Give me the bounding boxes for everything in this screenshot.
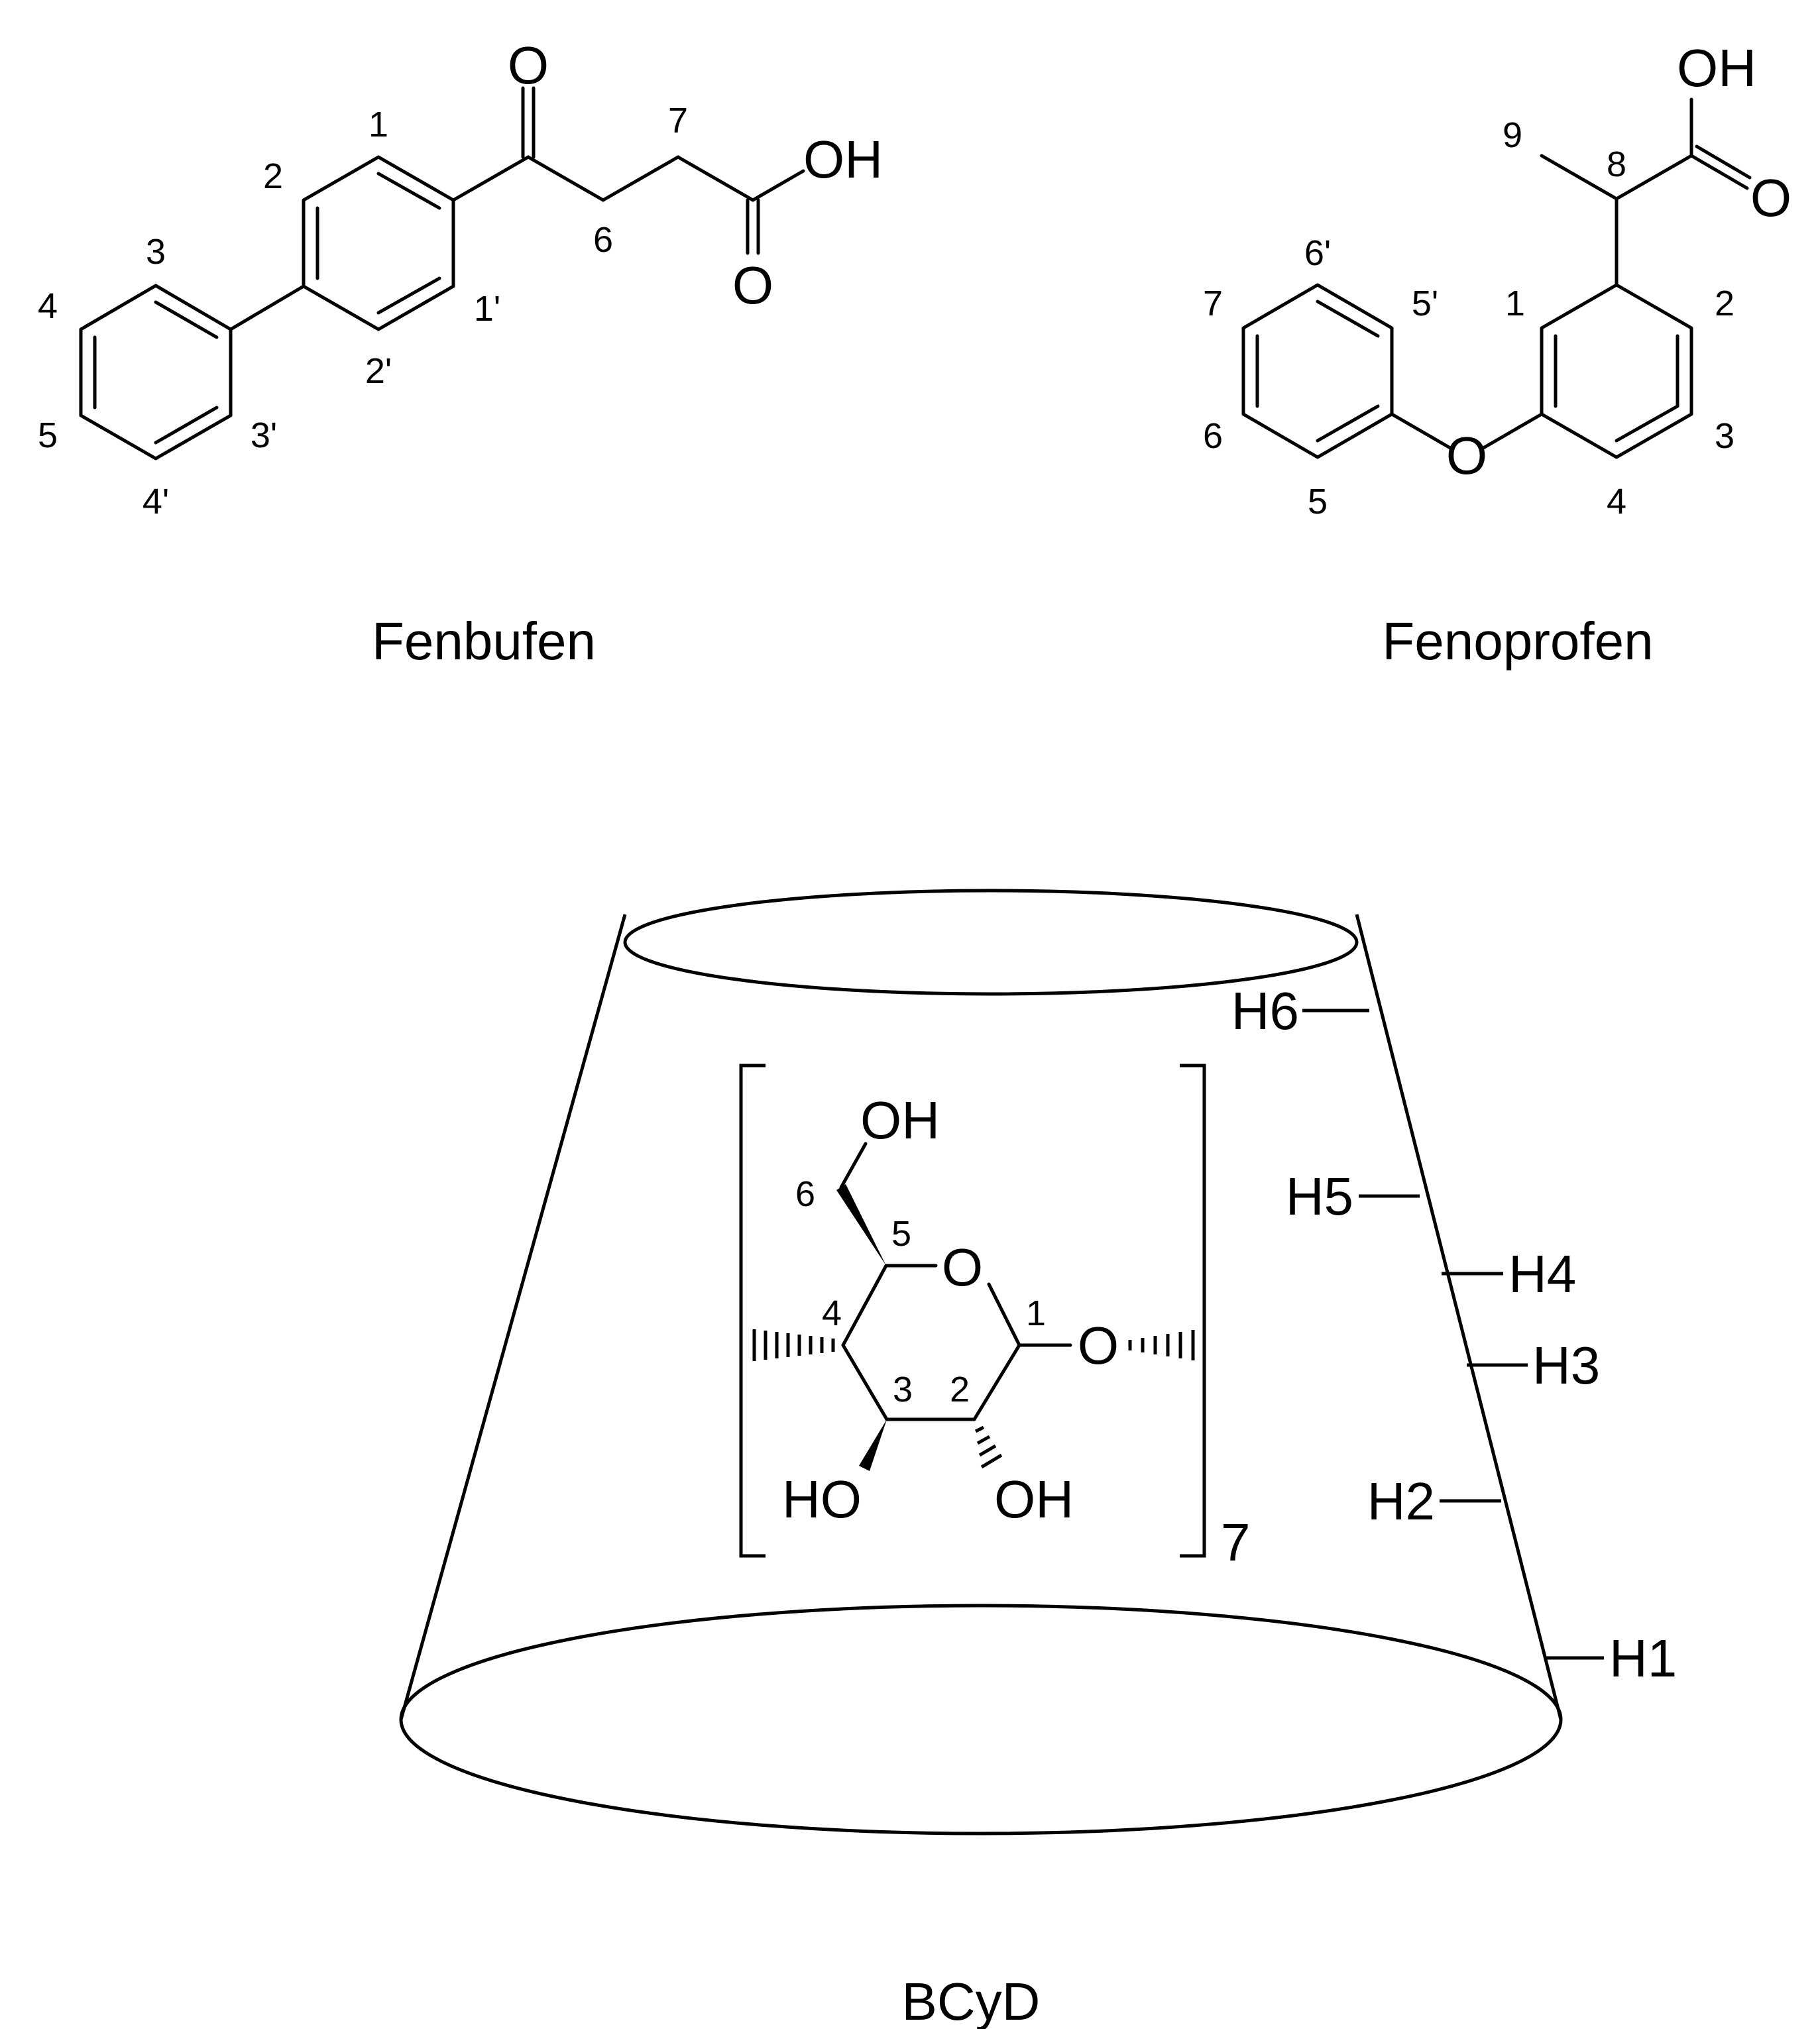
fenoprofen-phenoxy-inner-bond [1316,404,1380,443]
fenoprofen-hydroxyl: OH [1677,38,1756,97]
fenbufen-num-1p: 1' [474,289,500,329]
fenoprofen-num-1: 1 [1505,284,1525,323]
glucose-num-4: 4 [822,1293,842,1333]
ring-bond-o-c1 [987,1282,1021,1347]
ring-bond-c1-c2 [972,1343,1021,1421]
bcyd-bottom-rim [399,1604,1563,1836]
bcyd-cone: H6 H5 H4 H3 H2 H1 BCyD [399,889,1677,2029]
fenbufen-chain-bond [601,155,680,202]
fenoprofen-acid-oxygen: O [1750,168,1792,227]
c5-c6-wedge [836,1184,886,1266]
fenoprofen-ether-oxygen: O [1446,426,1487,485]
c4-hashed-bond [752,1329,835,1361]
fenoprofen-num-4: 4 [1607,482,1626,521]
fenbufen-structure: O OH O 1 2 1' 2' 3 4 5 3' 4' 6 7 Fenbufe… [38,36,883,671]
fenbufen-chain-bond [451,155,530,202]
fenbufen-biphenyl-bond [229,284,306,331]
glucose-repeat-unit: 7 [739,1064,1251,1572]
fenbufen-num-1: 1 [369,105,388,144]
h6-label: H6 [1231,981,1299,1040]
glucose-num-2: 2 [950,1370,970,1409]
fenoprofen-num-9: 9 [1503,115,1522,155]
ring-oxygen: O [942,1238,983,1297]
fenbufen-phenyl-inner-bond [154,406,219,445]
fenoprofen-phenylene-inner-bond [1615,404,1679,443]
fenbufen-num-5: 5 [38,415,58,455]
fenoprofen-num-2: 2 [1715,284,1735,323]
fenoprofen-num-6p: 6' [1304,233,1331,273]
ring-bond-c4-c5 [841,1264,888,1347]
glucose-num-6: 6 [795,1174,815,1214]
left-bracket [739,1064,766,1558]
fenbufen-phenylene-ring [302,155,455,331]
h1-label: H1 [1609,1629,1677,1688]
fenoprofen-name: Fenoprofen [1382,612,1653,671]
h5-label: H5 [1286,1167,1353,1226]
c6-oh-bond [839,1142,868,1189]
fenoprofen-methyl-bond [1540,154,1619,201]
fenbufen-num-4: 4 [38,286,58,326]
fenbufen-phenyl-ring [79,284,233,461]
fenoprofen-num-5p: 5' [1412,284,1438,323]
fenbufen-num-3: 3 [146,232,166,272]
glucose-num-3: 3 [893,1370,913,1409]
fenoprofen-acid-double-bond [1689,154,1749,190]
ring-bond-c3-c4 [841,1343,889,1421]
glucose-num-5: 5 [891,1214,911,1254]
fenbufen-name: Fenbufen [372,612,596,671]
repeat-count: 7 [1221,1513,1251,1572]
h2-label: H2 [1367,1472,1435,1531]
fenoprofen-ether-bond [1390,412,1452,450]
fenbufen-num-2p: 2' [365,351,392,391]
fenoprofen-structure: OH O O 9 8 6' 7 5' 6 5 1 2 3 4 Fenoprofe… [1203,38,1792,671]
fenbufen-acid-oxygen: O [732,256,773,315]
o-hashed-bond [1128,1330,1195,1360]
c3-oh-wedge [859,1419,887,1471]
fenbufen-num-2: 2 [263,156,283,196]
fenoprofen-num-5: 5 [1308,482,1328,521]
fenoprofen-phenylene-ring [1540,283,1693,459]
c3-hydroxyl: HO [782,1470,862,1529]
fenbufen-chain-bond [526,155,605,202]
glucose-num-1: 1 [1026,1293,1046,1333]
fenbufen-num-4p: 4' [142,482,169,521]
fenbufen-hydroxyl: OH [803,130,883,189]
fenoprofen-num-7: 7 [1203,284,1223,323]
fenoprofen-phenoxy-inner-bond [1316,300,1380,338]
fenoprofen-num-8: 8 [1607,144,1626,184]
fenoprofen-phenoxy-ring [1241,283,1394,459]
c2-hydroxyl: OH [994,1470,1074,1529]
h3-label: H3 [1532,1336,1600,1395]
fenoprofen-chain-bond [1615,154,1693,201]
right-bracket [1180,1064,1206,1558]
fenbufen-phenyl-inner-bond [154,300,219,339]
fenoprofen-num-6: 6 [1203,416,1223,456]
bcyd-right-wall [1355,914,1563,1720]
h4-label: H4 [1508,1244,1576,1303]
bcyd-left-wall [399,914,627,1720]
fenbufen-keto-oxygen: O [508,36,549,95]
fenbufen-num-3p: 3' [251,415,277,455]
fenbufen-acid-oh-bond [751,169,805,202]
fenbufen-phenylene-inner-bond [376,276,441,315]
bcyd-top-rim [623,889,1359,996]
glycosidic-oxygen: O [1078,1316,1119,1375]
fenbufen-num-7: 7 [668,101,688,140]
fenbufen-num-6: 6 [593,220,613,260]
fenbufen-chain-bond [676,155,755,202]
fenbufen-phenylene-inner-bond [376,172,441,210]
bcyd-name: BCyD [902,1972,1041,2029]
c6-hydroxyl: OH [860,1091,940,1150]
fenoprofen-num-3: 3 [1715,416,1735,456]
fenoprofen-ether-bond [1481,412,1544,450]
fenoprofen-acid-double-bond [1695,144,1752,180]
c2-hashed-bond [974,1425,1003,1469]
